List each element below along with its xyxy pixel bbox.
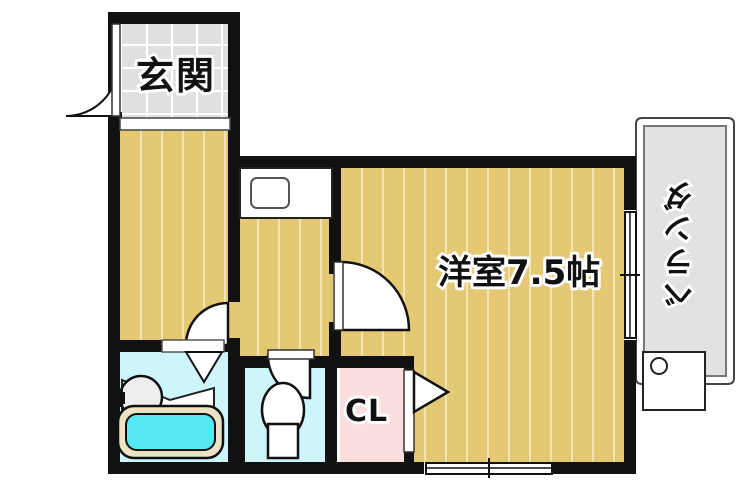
bath-fixtures <box>113 374 225 460</box>
room-label-closet: CL <box>342 392 389 432</box>
bedroom-door[interactable] <box>333 260 411 332</box>
bath-door-direction-icon <box>184 351 224 384</box>
wall-kitchen-left-upper <box>228 156 240 218</box>
room-label-balcony: ベランダ <box>662 176 702 313</box>
kitchen-sink-basin <box>250 177 290 209</box>
toilet-fixture <box>260 381 306 460</box>
balcony-floor <box>643 125 727 377</box>
closet-door-panel[interactable] <box>403 369 415 453</box>
entrance-tile-grid <box>122 22 230 122</box>
entrance-door[interactable] <box>65 23 121 117</box>
south-window[interactable] <box>424 458 553 478</box>
balcony-drain-box <box>642 351 706 411</box>
wall-bedroom-top <box>240 156 636 168</box>
entrance-step <box>119 117 231 131</box>
faucet-stem-icon <box>118 389 123 407</box>
bathtub <box>125 413 216 451</box>
toilet-tank <box>266 422 300 460</box>
wall-outer-left <box>108 124 120 474</box>
wall-entrance-top <box>108 12 240 24</box>
bath-door[interactable] <box>161 339 225 384</box>
bedroom-door-panel[interactable] <box>333 261 344 331</box>
closet-folding-door-icon[interactable] <box>412 369 451 415</box>
wall-outer-bottom <box>108 462 636 474</box>
wall-closet-top <box>336 356 414 368</box>
wall-entrance-right <box>228 12 240 170</box>
closet-floor <box>340 368 404 464</box>
kitchen-counter <box>239 167 333 219</box>
bath-door-panel[interactable] <box>161 339 225 353</box>
room-label-entrance: 玄関 <box>133 52 217 101</box>
wall-toilet-left <box>234 368 245 464</box>
toilet-door-panel[interactable] <box>267 349 315 360</box>
closet-door[interactable] <box>403 369 451 453</box>
bedroom-door-swing-arc[interactable] <box>339 260 411 332</box>
room-label-western-room: 洋室7.5帖 <box>435 251 602 296</box>
balcony-drain-icon <box>650 357 668 375</box>
wall-toilet-right <box>325 368 337 464</box>
wall-kitchen-left-lower <box>228 218 240 302</box>
balcony-area <box>635 117 735 411</box>
balcony-sliding-door[interactable] <box>620 210 640 340</box>
entrance-door-panel[interactable] <box>111 23 121 117</box>
entrance-floor <box>122 22 230 122</box>
